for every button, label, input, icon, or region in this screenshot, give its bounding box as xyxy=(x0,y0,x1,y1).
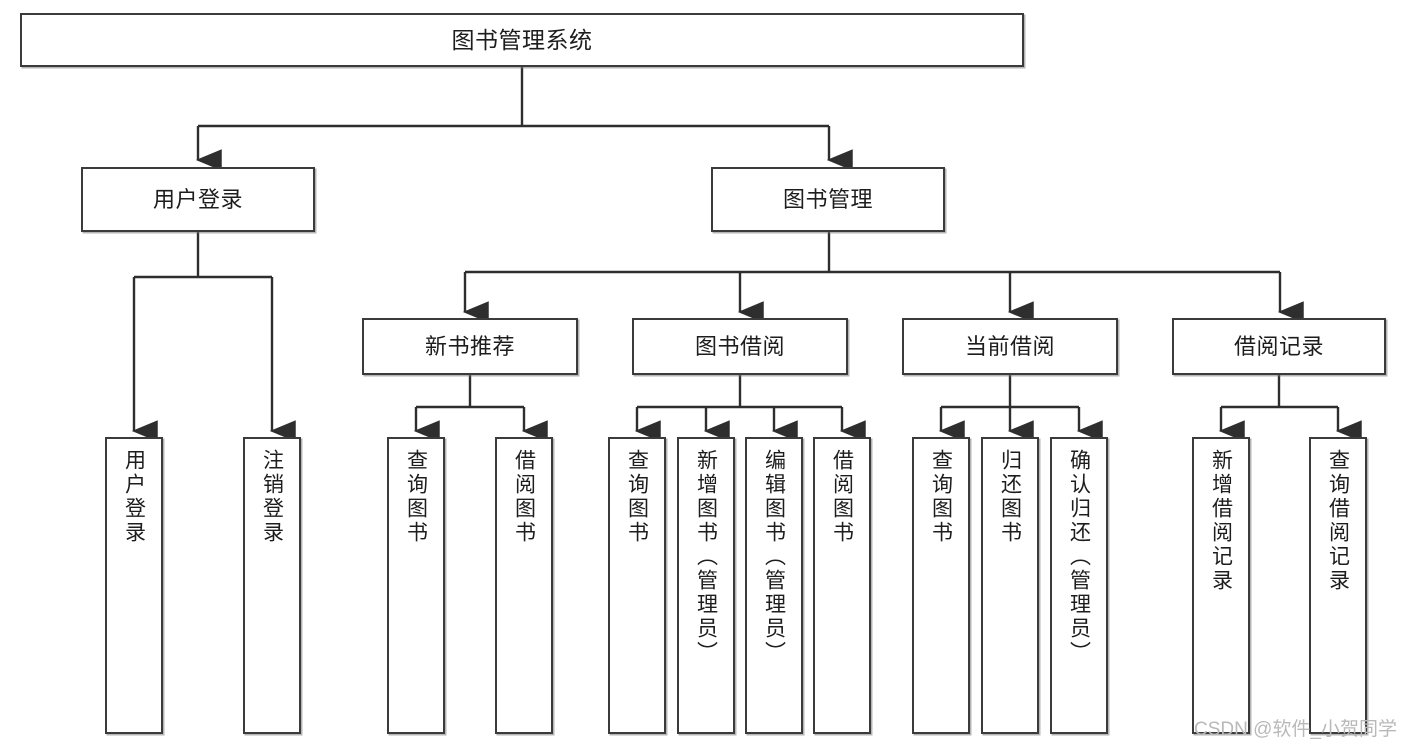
leaf-user-login-logout[interactable]: 注销登录 xyxy=(243,437,301,734)
node-borrow-record[interactable]: 借阅记录 xyxy=(1172,318,1386,375)
node-book-management[interactable]: 图书管理 xyxy=(711,167,945,232)
node-label: 确认归还（管理员） xyxy=(1067,449,1091,665)
node-root-book-management-system[interactable]: 图书管理系统 xyxy=(20,13,1024,67)
node-label: 注销登录 xyxy=(260,449,284,545)
leaf-borrow-record-query-record[interactable]: 查询借阅记录 xyxy=(1309,437,1367,734)
leaf-borrow-record-add-record[interactable]: 新增借阅记录 xyxy=(1192,437,1250,734)
leaf-user-login-login[interactable]: 用户登录 xyxy=(105,437,163,734)
node-label: 图书管理系统 xyxy=(451,26,593,53)
node-label: 用户登录 xyxy=(122,449,146,545)
node-label: 图书借阅 xyxy=(694,333,785,359)
node-current-borrow[interactable]: 当前借阅 xyxy=(902,318,1118,375)
node-label: 查询图书 xyxy=(625,449,649,545)
node-label: 查询图书 xyxy=(929,449,953,545)
node-label: 新增借阅记录 xyxy=(1209,449,1233,593)
leaf-book-borrow-borrow-book[interactable]: 借阅图书 xyxy=(813,437,871,734)
node-user-login[interactable]: 用户登录 xyxy=(81,167,315,232)
node-label: 借阅记录 xyxy=(1233,333,1324,359)
node-label: 新书推荐 xyxy=(424,333,515,359)
leaf-book-borrow-add-book-admin[interactable]: 新增图书（管理员） xyxy=(677,437,735,734)
node-label: 查询借阅记录 xyxy=(1326,449,1350,593)
node-label: 用户登录 xyxy=(152,186,243,212)
leaf-book-borrow-edit-book-admin[interactable]: 编辑图书（管理员） xyxy=(745,437,803,734)
node-label: 新增图书（管理员） xyxy=(694,449,718,665)
node-label: 编辑图书（管理员） xyxy=(762,449,786,665)
node-label: 归还图书 xyxy=(998,449,1022,545)
leaf-current-borrow-return-book[interactable]: 归还图书 xyxy=(981,437,1039,734)
leaf-book-borrow-query-book[interactable]: 查询图书 xyxy=(608,437,666,734)
csdn-watermark: CSDN @软件_小贺同学 xyxy=(1194,719,1397,740)
node-label: 查询图书 xyxy=(404,449,428,545)
node-label: 图书管理 xyxy=(782,186,873,212)
leaf-new-book-borrow-book[interactable]: 借阅图书 xyxy=(495,437,553,734)
leaf-current-borrow-query-book[interactable]: 查询图书 xyxy=(912,437,970,734)
node-label: 当前借阅 xyxy=(964,333,1055,359)
node-label: 借阅图书 xyxy=(512,449,536,545)
leaf-current-borrow-confirm-return-admin[interactable]: 确认归还（管理员） xyxy=(1050,437,1108,734)
node-book-borrow[interactable]: 图书借阅 xyxy=(632,318,848,375)
leaf-new-book-query-book[interactable]: 查询图书 xyxy=(387,437,445,734)
node-new-book-recommend[interactable]: 新书推荐 xyxy=(362,318,578,375)
node-label: 借阅图书 xyxy=(830,449,854,545)
